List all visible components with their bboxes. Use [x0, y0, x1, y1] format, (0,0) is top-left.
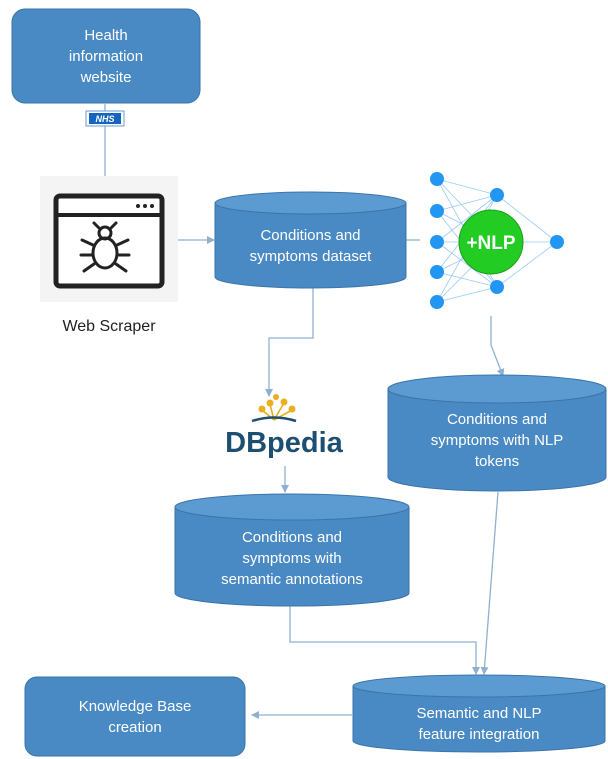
- arrow-tokens-to-integration: [480, 491, 499, 675]
- arrow-dataset-to-dbpedia: [265, 288, 314, 397]
- knowledge-base-label: Knowledge Base creation: [78, 697, 192, 736]
- connectors: [104, 104, 505, 719]
- dataset-cylinder: [214, 191, 407, 289]
- web-scraper-label: Web Scraper: [62, 317, 156, 335]
- dbpedia-logo-text: DBpedia: [225, 427, 344, 459]
- health-site-box: [11, 8, 201, 104]
- web-scraper-icon: [40, 176, 178, 302]
- nlp-tokens-label: Conditions and symptoms with NLP tokens: [430, 410, 564, 470]
- nlp-network-graphic: +NLP: [420, 165, 577, 315]
- bug-icon: [79, 221, 131, 273]
- nhs-logo: NHS: [85, 110, 125, 127]
- integration-label: Semantic and NLP feature integration: [416, 705, 542, 743]
- semantic-label: Conditions and symptoms with semantic an…: [221, 528, 363, 588]
- knowledge-base-box: [24, 676, 246, 757]
- health-site-label: Health information website: [68, 26, 144, 86]
- nhs-logo-text: NHS: [95, 114, 114, 124]
- arrow-nlp-to-tokens: [490, 316, 505, 377]
- integration-cylinder: [352, 674, 606, 753]
- nlp-tokens-cylinder: [387, 374, 607, 492]
- semantic-cylinder: [174, 493, 410, 607]
- dbpedia-logo: DBpedia: [225, 394, 344, 459]
- arrow-semantic-to-integration: [289, 606, 480, 675]
- nlp-badge-text: +NLP: [466, 233, 515, 254]
- dataset-label: Conditions and symptoms dataset: [249, 227, 372, 265]
- nlp-badge: [458, 209, 524, 275]
